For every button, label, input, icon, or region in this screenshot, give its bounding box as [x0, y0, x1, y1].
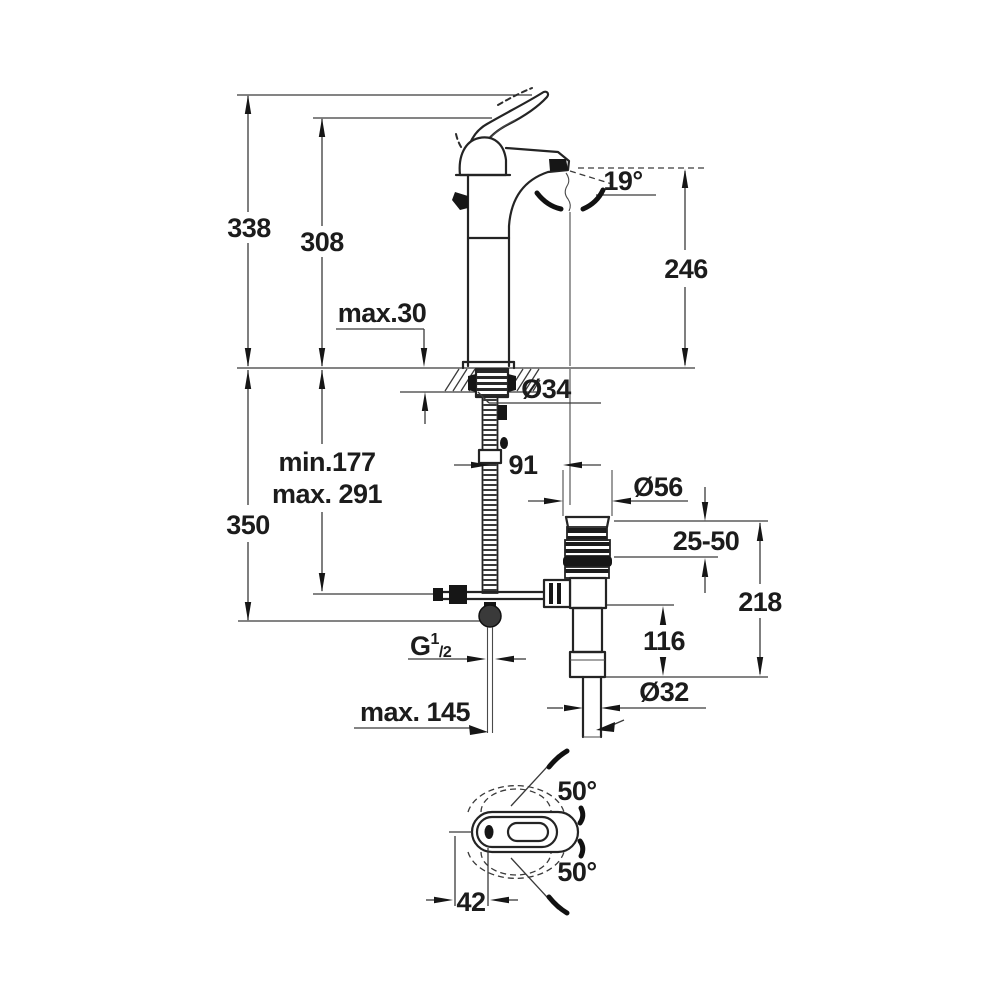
dim-below-deck: 350: [226, 370, 270, 621]
dim-338-label: 338: [227, 213, 271, 243]
dim-body-height: 308: [300, 118, 345, 367]
dim-246-label: 246: [664, 254, 708, 284]
dim-deck-thickness: max.30: [336, 298, 429, 424]
handle-top-view: [467, 785, 586, 879]
dim-pipe-diameter: Ø32: [547, 677, 706, 732]
dim-o34-label: Ø34: [521, 374, 571, 404]
dim-lever-height: 116: [643, 606, 686, 676]
water-stream: [564, 172, 571, 212]
handle-pivot-dot: [484, 825, 494, 839]
dim-min177-label: min.177: [278, 447, 375, 477]
dim-swing-lower: 50°: [510, 857, 597, 916]
dim-o32-label: Ø32: [639, 677, 689, 707]
dim-308-label: 308: [300, 227, 344, 257]
mounting-shank: [468, 367, 516, 399]
dim-flange-diameter: Ø56: [528, 472, 688, 505]
pop-up-lever: [432, 585, 564, 628]
dim-218-label: 218: [738, 587, 782, 617]
dim-116-label: 116: [643, 626, 686, 656]
dim-max145-label: max. 145: [360, 697, 471, 727]
dim-hole-diameter: Ø34: [477, 374, 601, 404]
dim-clamp-range: 25-50: [673, 487, 740, 593]
dim-swing-upper: 50°: [510, 748, 597, 807]
dim-50deg-top-label: 50°: [557, 776, 596, 806]
dim-spout-height: 246: [664, 169, 709, 367]
dim-waste-height: 218: [738, 522, 783, 676]
dim-center-offset: 91: [454, 450, 601, 480]
dim-reach: max. 145: [354, 697, 488, 735]
supply-connection: [486, 627, 494, 733]
dim-max30-label: max.30: [338, 298, 427, 328]
pop-up-rod: [477, 396, 508, 594]
dim-350-label: 350: [226, 510, 270, 540]
dim-spout-angle: 19°: [534, 166, 704, 212]
dim-2550-label: 25-50: [673, 526, 740, 556]
dim-overall-height: 338: [227, 95, 272, 367]
dim-19deg-label: 19°: [603, 166, 642, 196]
tail-pipe: [581, 675, 603, 739]
dim-rod-range: min.177 max. 291: [272, 370, 383, 592]
faucet-spout: [504, 146, 571, 240]
ball-joint: [478, 604, 502, 628]
dim-max291-label: max. 291: [272, 479, 383, 509]
thread-size-label: G1/2: [410, 631, 452, 661]
faucet-cartridge-dome: [458, 136, 508, 177]
lever-bracket: [542, 578, 572, 609]
faucet-side-view: [452, 87, 571, 370]
dim-42-label: 42: [456, 887, 485, 917]
dim-50deg-bottom-label: 50°: [557, 857, 596, 887]
handle-motion-dashes: [497, 87, 533, 106]
drain-assembly: [542, 515, 612, 739]
dim-91-label: 91: [508, 450, 538, 480]
spout-aerator: [549, 159, 568, 171]
reference-lines: [237, 94, 768, 678]
dim-o56-label: Ø56: [633, 472, 683, 502]
side-knob: [452, 192, 468, 210]
dim-handle-offset: 42: [426, 831, 518, 917]
dim-thread-size: G1/2: [408, 631, 526, 663]
